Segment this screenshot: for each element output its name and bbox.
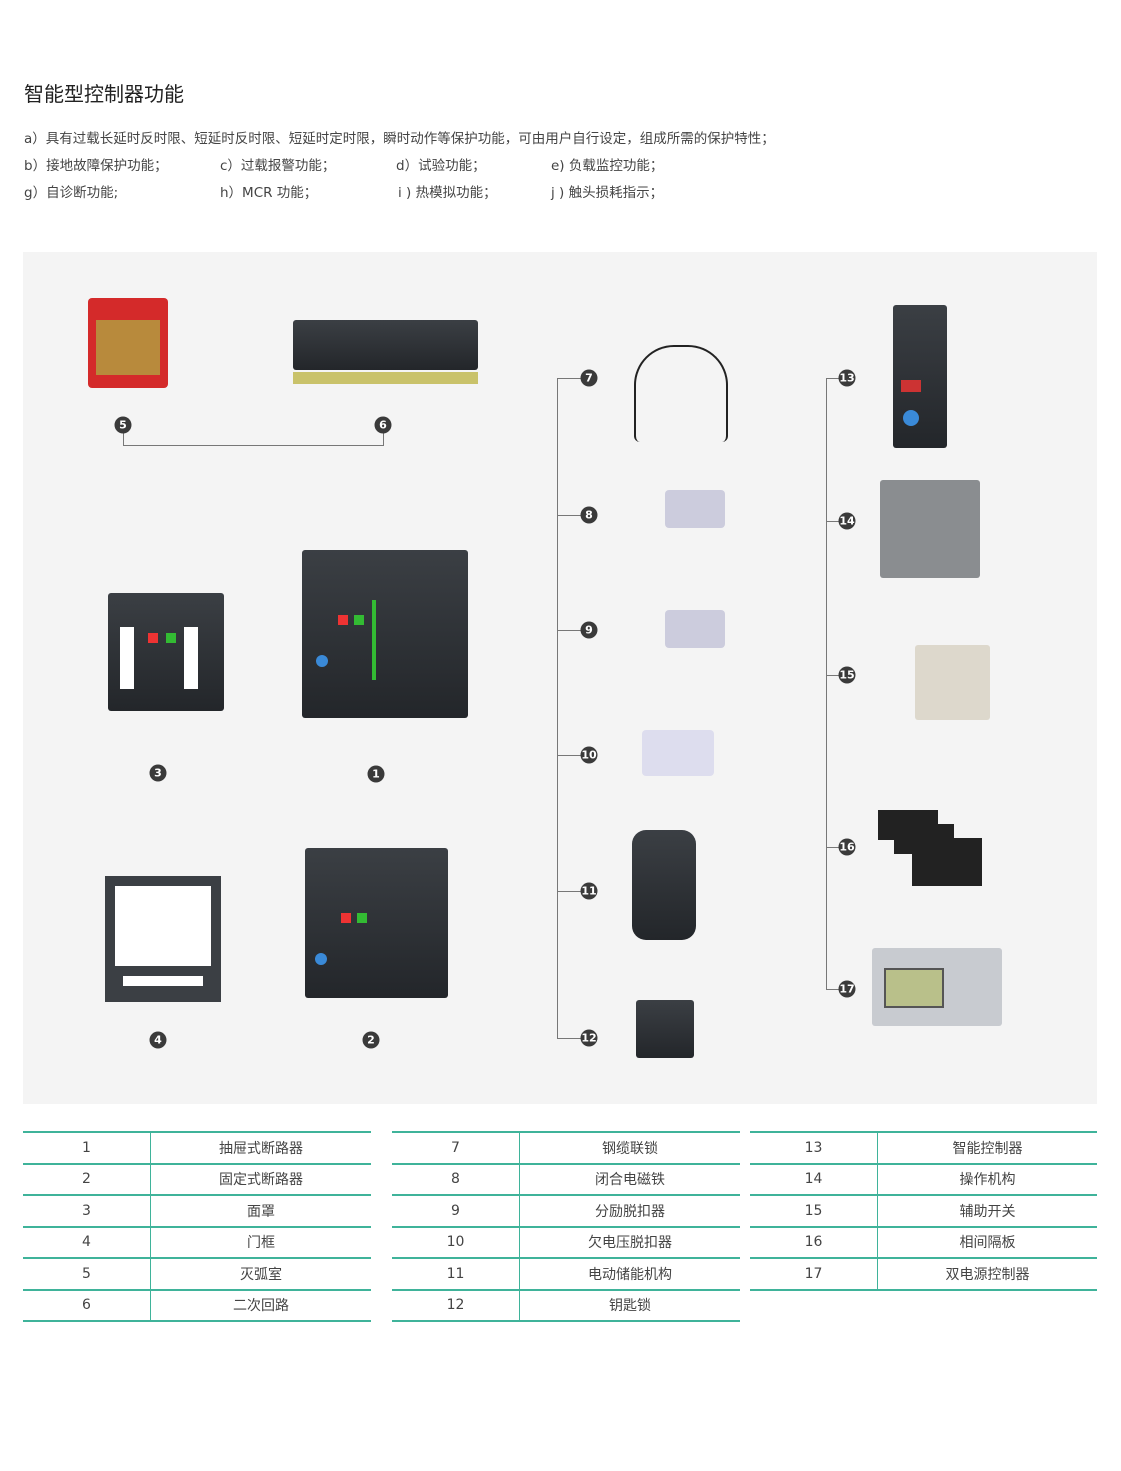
callout-15: 15 xyxy=(838,666,856,684)
motor-mechanism-image xyxy=(632,830,696,940)
closing-electromagnet-image xyxy=(665,490,725,528)
feature-d: d）试验功能； xyxy=(396,158,486,174)
phase-barrier-image xyxy=(878,810,982,886)
part-number: 6 xyxy=(23,1288,151,1322)
part-number: 1 xyxy=(23,1131,151,1164)
part-number: 7 xyxy=(392,1131,520,1164)
part-name: 电动储能机构 xyxy=(519,1257,740,1290)
part-name: 面罩 xyxy=(150,1194,371,1227)
part-name: 二次回路 xyxy=(150,1288,371,1322)
feature-b: b）接地故障保护功能； xyxy=(24,158,168,174)
auxiliary-switch-image xyxy=(915,645,990,720)
intelligent-controller-image xyxy=(893,305,947,448)
part-number: 16 xyxy=(750,1225,878,1258)
part-number: 4 xyxy=(23,1225,151,1258)
feature-e: e) 负载监控功能； xyxy=(551,158,664,174)
door-frame-image xyxy=(105,876,221,1002)
operating-mechanism-image xyxy=(880,480,980,578)
part-number: 10 xyxy=(392,1225,520,1258)
part-number: 12 xyxy=(392,1288,520,1322)
part-name: 双电源控制器 xyxy=(877,1257,1097,1291)
callout-6: 6 xyxy=(374,416,392,434)
feature-i: i ) 热模拟功能； xyxy=(398,185,497,201)
part-number: 15 xyxy=(750,1194,878,1227)
part-name: 欠电压脱扣器 xyxy=(519,1225,740,1258)
secondary-circuit-image xyxy=(293,320,478,384)
part-number: 3 xyxy=(23,1194,151,1227)
part-number: 11 xyxy=(392,1257,520,1290)
cable-interlock-image xyxy=(634,345,728,442)
callout-8: 8 xyxy=(580,506,598,524)
callout-2: 2 xyxy=(362,1031,380,1049)
dual-power-controller-image xyxy=(872,948,1002,1026)
page-title: 智能型控制器功能 xyxy=(24,82,184,106)
feature-g: g）自诊断功能; xyxy=(24,185,119,201)
drawout-breaker-image xyxy=(302,550,468,718)
part-number: 5 xyxy=(23,1257,151,1290)
feature-h: h）MCR 功能； xyxy=(220,185,318,201)
undervoltage-release-image xyxy=(642,730,714,776)
callout-7: 7 xyxy=(580,369,598,387)
feature-a: a）具有过载长延时反时限、短延时反时限、短延时定时限，瞬时动作等保护功能，可由用… xyxy=(24,131,775,147)
part-name: 灭弧室 xyxy=(150,1257,371,1290)
part-name: 闭合电磁铁 xyxy=(519,1162,740,1195)
callout-14: 14 xyxy=(838,512,856,530)
part-name: 操作机构 xyxy=(877,1162,1097,1195)
callout-3: 3 xyxy=(149,764,167,782)
feature-j: j ) 触头损耗指示； xyxy=(551,185,664,201)
feature-c: c）过载报警功能； xyxy=(220,158,336,174)
part-name: 分励脱扣器 xyxy=(519,1194,740,1227)
shunt-release-image xyxy=(665,610,725,648)
part-name: 门框 xyxy=(150,1225,371,1258)
callout-10: 10 xyxy=(580,746,598,764)
callout-5: 5 xyxy=(114,416,132,434)
fixed-breaker-image xyxy=(305,848,448,998)
part-name: 钥匙锁 xyxy=(519,1288,740,1322)
callout-17: 17 xyxy=(838,980,856,998)
part-name: 辅助开关 xyxy=(877,1194,1097,1227)
face-mask-image xyxy=(108,593,224,711)
callout-1: 1 xyxy=(367,765,385,783)
part-name: 钢缆联锁 xyxy=(519,1131,740,1164)
callout-16: 16 xyxy=(838,838,856,856)
callout-9: 9 xyxy=(580,621,598,639)
part-number: 8 xyxy=(392,1162,520,1195)
arc-chamber-image xyxy=(88,298,168,388)
part-number: 17 xyxy=(750,1257,878,1291)
part-name: 固定式断路器 xyxy=(150,1162,371,1195)
callout-13: 13 xyxy=(838,369,856,387)
callout-4: 4 xyxy=(149,1031,167,1049)
callout-11: 11 xyxy=(580,882,598,900)
part-number: 9 xyxy=(392,1194,520,1227)
part-number: 14 xyxy=(750,1162,878,1195)
part-name: 抽屉式断路器 xyxy=(150,1131,371,1164)
key-lock-image xyxy=(636,1000,694,1058)
part-number: 13 xyxy=(750,1131,878,1164)
part-name: 相间隔板 xyxy=(877,1225,1097,1258)
part-number: 2 xyxy=(23,1162,151,1195)
part-name: 智能控制器 xyxy=(877,1131,1097,1164)
callout-12: 12 xyxy=(580,1029,598,1047)
